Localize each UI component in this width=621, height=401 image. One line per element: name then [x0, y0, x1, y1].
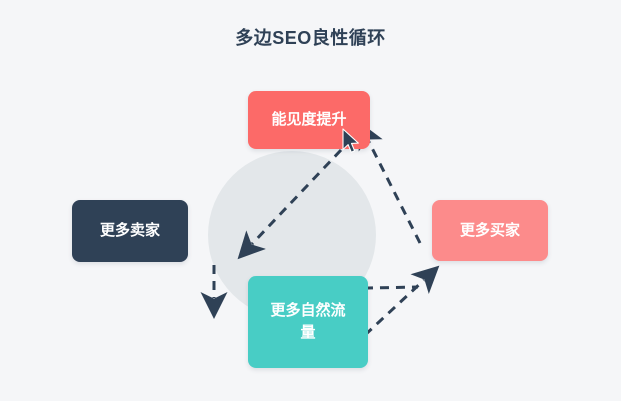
node-visibility-label: 能见度提升 — [271, 111, 347, 129]
edge-traffic-to-buyers — [267, 265, 440, 337]
node-sellers-label: 更多卖家 — [99, 222, 160, 240]
node-sellers[interactable]: 更多卖家 — [72, 200, 188, 262]
edge-visibility-to-traffic — [237, 148, 343, 260]
edge-buyers-to-visibility — [358, 121, 422, 244]
node-traffic-label: 更多自然流量 — [270, 302, 346, 341]
node-visibility[interactable]: 能见度提升 — [248, 91, 370, 149]
node-buyers[interactable]: 更多买家 — [432, 200, 548, 261]
page-title: 多边SEO良性循环 — [235, 28, 386, 48]
node-buyers-label: 更多买家 — [459, 221, 520, 239]
node-traffic[interactable]: 更多自然流量 — [248, 276, 368, 368]
